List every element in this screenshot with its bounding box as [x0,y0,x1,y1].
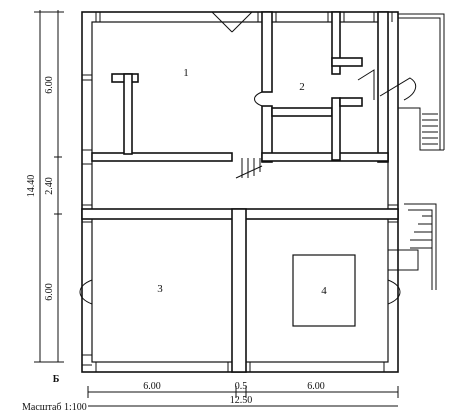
dim-v-middle: 2.40 [44,177,55,195]
wall-closet-h [331,57,363,67]
section-mark: Б [53,374,60,385]
wall-room2-right [377,11,389,163]
scale-label: Масштаб 1:100 [22,402,87,413]
wall-room1-room2 [261,11,273,93]
wall-closet-v2 [331,97,341,161]
dim-v-bottom: 6.00 [44,283,55,301]
wall-closet-h2 [339,97,363,107]
dim-h-left: 6.00 [143,381,161,392]
veranda [387,13,445,290]
dim-v-total: 14.40 [26,175,37,198]
dim-v-top: 6.00 [44,76,55,94]
wall-closet-v [331,11,341,75]
wall-room1-stub-v [123,73,133,155]
wall-room3-room4 [231,208,247,373]
log-ticks [82,12,398,372]
room-1-label: 1 [183,67,189,79]
wall-room1-room2-lower [261,105,273,163]
room-3-label: 3 [157,283,163,295]
wall-room2-mid [271,107,333,117]
dim-h-right: 6.00 [307,381,325,392]
dim-h-total: 12.50 [230,395,253,406]
dimension-vertical [34,10,64,363]
room-2-label: 2 [299,81,305,93]
wall-room2-bottom [261,152,389,162]
dim-h-mid: 0.5 [235,381,248,392]
wall-room1-bottom [91,152,233,162]
hearth [292,254,356,327]
stairs [235,113,438,249]
dimension-horizontal [87,386,399,407]
room-4-label: 4 [321,285,327,297]
doors [79,11,417,305]
